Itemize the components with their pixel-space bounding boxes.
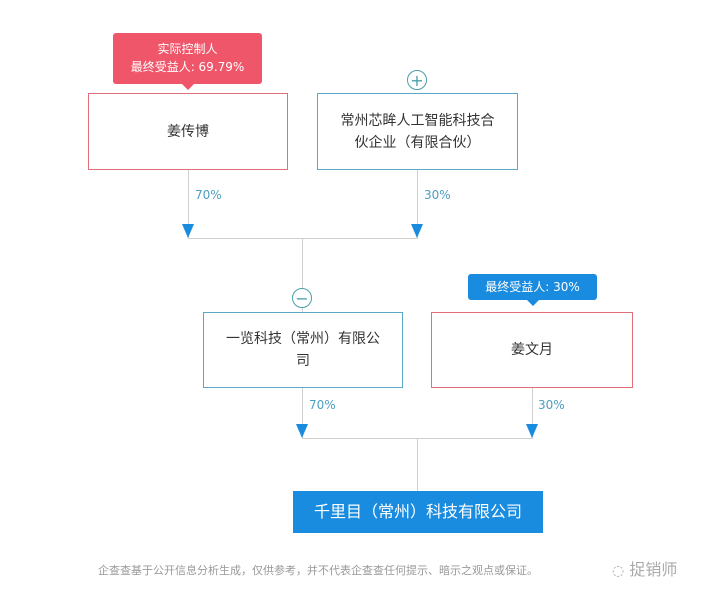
edge-line xyxy=(188,170,189,238)
node-label: 千里目（常州）科技有限公司 xyxy=(313,502,522,521)
watermark-text: 捉销师 xyxy=(629,560,678,579)
expand-icon[interactable]: + xyxy=(407,70,427,90)
node-yilan[interactable]: 一览科技（常州）有限公司 xyxy=(203,312,403,388)
edge-line xyxy=(532,388,533,438)
edge-percent: 70% xyxy=(195,188,222,202)
beneficiary-label: 最终受益人: 69.79% xyxy=(130,60,245,74)
node-label: 常州芯眸人工智能科技合伙企业（有限合伙） xyxy=(340,112,495,151)
node-label: 姜文月 xyxy=(511,342,553,358)
node-target-company[interactable]: 千里目（常州）科技有限公司 xyxy=(293,491,543,533)
beneficiary-tag: 最终受益人: 30% xyxy=(468,274,597,306)
edge-percent: 30% xyxy=(424,188,451,202)
collapse-icon[interactable]: − xyxy=(292,288,312,308)
edge-line xyxy=(188,238,418,239)
node-jiang-wenyue[interactable]: 姜文月 xyxy=(431,312,633,388)
edge-line xyxy=(417,170,418,238)
node-xinmou[interactable]: 常州芯眸人工智能科技合伙企业（有限合伙） xyxy=(317,93,518,170)
disclaimer: 企查查基于公开信息分析生成，仅供参考，并不代表企查查任何提示、暗示之观点或保证。 xyxy=(98,564,538,577)
watermark: ◌ 捉销师 xyxy=(612,556,677,580)
arrow-down-icon xyxy=(182,224,194,238)
arrow-down-icon xyxy=(411,224,423,238)
node-label: 一览科技（常州）有限公司 xyxy=(226,331,380,369)
edge-percent: 30% xyxy=(538,398,565,412)
controller-label: 实际控制人 xyxy=(157,42,218,56)
edge-line xyxy=(302,238,303,312)
edge-line xyxy=(302,388,303,438)
controller-tag: 实际控制人 最终受益人: 69.79% xyxy=(113,33,262,90)
wechat-icon: ◌ xyxy=(612,563,625,579)
edge-percent: 70% xyxy=(309,398,336,412)
node-label: 姜传博 xyxy=(167,123,209,140)
arrow-down-icon xyxy=(526,424,538,438)
node-jiang-chuanbo[interactable]: 姜传博 xyxy=(88,93,288,170)
edge-line xyxy=(417,438,418,491)
arrow-down-icon xyxy=(296,424,308,438)
